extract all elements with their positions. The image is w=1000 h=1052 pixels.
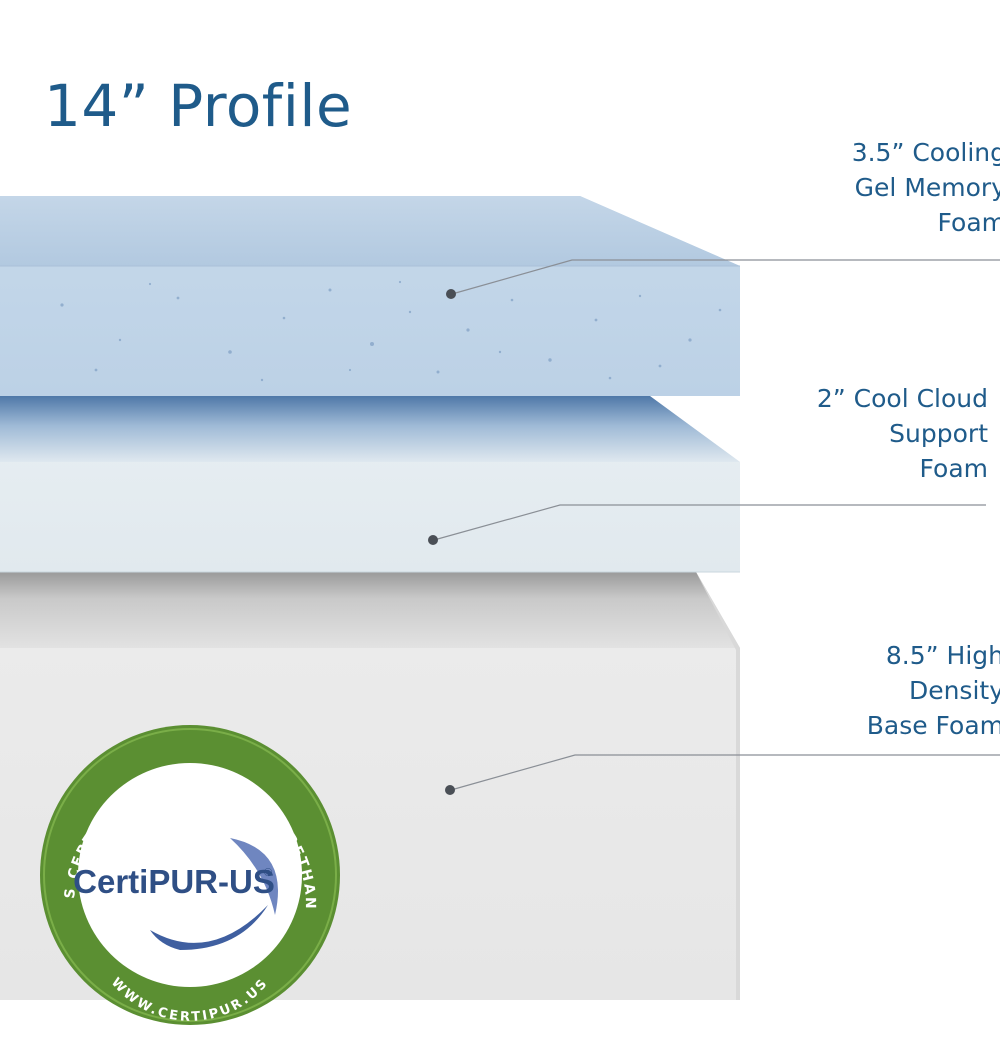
- callout-dot-base: [445, 785, 455, 795]
- callout-lines: [428, 259, 1000, 795]
- callout-dot-gel: [446, 289, 456, 299]
- badge-swoosh: [150, 905, 268, 950]
- badge-registered-mark: ®: [264, 867, 272, 879]
- gel-memory-foam-layer: [0, 196, 740, 396]
- support-foam-layer: [0, 396, 740, 573]
- page-title: 14” Profile: [44, 72, 353, 140]
- callout-dot-support: [428, 535, 438, 545]
- layer-label-support-foam: 2” Cool Cloud Support Foam: [816, 384, 988, 483]
- gel-speckles: [60, 280, 722, 382]
- layer-label-gel-memory-foam: 3.5” Cooling Gel Memory Foam: [851, 138, 1000, 237]
- badge-swoosh-top: [230, 838, 278, 915]
- badge-brand: CertiPUR-US: [73, 863, 275, 900]
- layer-label-base-foam: 8.5” High Density Base Foam: [866, 641, 1000, 740]
